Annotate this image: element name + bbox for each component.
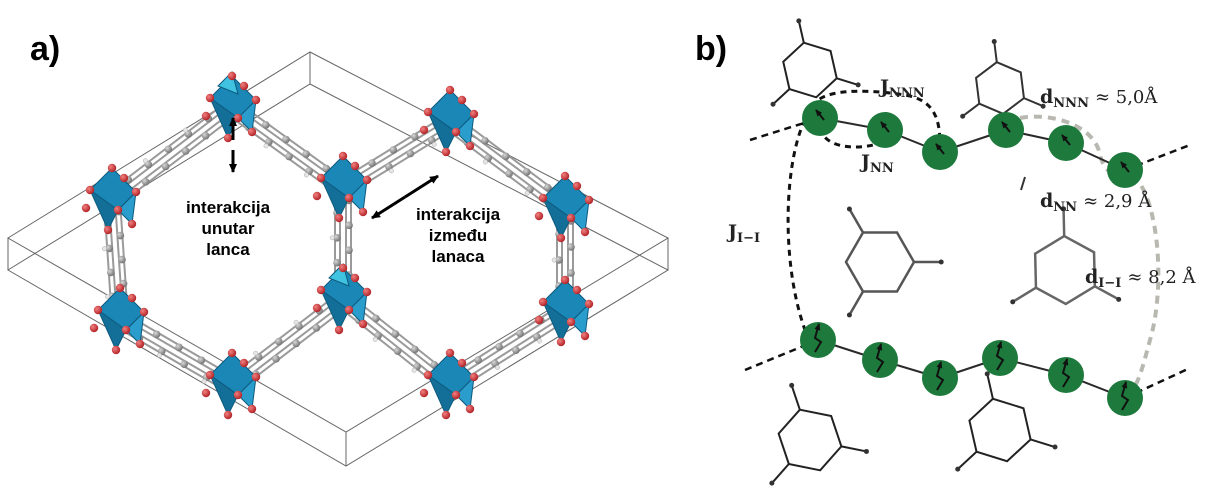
spin-site bbox=[1048, 357, 1084, 393]
metal-polyhedron bbox=[419, 85, 479, 157]
spin-site bbox=[922, 360, 958, 396]
metal-polyhedra-nodes bbox=[81, 71, 594, 420]
exchange-path-gray-I-I bbox=[1128, 173, 1161, 394]
spin-site bbox=[1107, 380, 1143, 416]
inter-chain-arrow bbox=[371, 174, 439, 220]
svg-text:interakcija: interakcija bbox=[186, 198, 271, 217]
svg-text:lanaca: lanaca bbox=[432, 247, 485, 266]
svg-text:između: između bbox=[429, 226, 488, 245]
exchange-path-J-NNN bbox=[810, 89, 942, 146]
svg-text:unutar: unutar bbox=[202, 219, 255, 238]
exchange-path-J-I-I bbox=[786, 119, 807, 331]
metal-polyhedron bbox=[201, 71, 261, 143]
benzene-ring bbox=[960, 39, 1046, 119]
metal-polyhedron bbox=[534, 171, 594, 243]
panel-a-label: a) bbox=[30, 30, 60, 68]
organic-linkers bbox=[101, 100, 575, 393]
spin-site bbox=[982, 340, 1018, 376]
label-d-NNN: dNNN≈ 5,0Å bbox=[1040, 86, 1158, 111]
d-NN-indicator bbox=[1020, 176, 1026, 191]
spin-site bbox=[988, 112, 1024, 148]
metal-polyhedron bbox=[419, 348, 479, 420]
spin-chain bbox=[744, 322, 1191, 416]
panel-b-spin-chain: b) JNNN JNN JI−I dNNN≈ 5,0Å dNN≈ 2,9 Å d… bbox=[695, 18, 1197, 486]
svg-text:interakcija: interakcija bbox=[416, 205, 501, 224]
spin-site bbox=[867, 112, 903, 148]
spin-site bbox=[1048, 125, 1084, 161]
benzene-ring bbox=[955, 371, 1058, 472]
spin-site bbox=[862, 342, 898, 378]
spin-site bbox=[802, 100, 838, 136]
label-d-NN: dNN≈ 2,9 Å bbox=[1040, 190, 1152, 215]
label-J-I-I: JI−I bbox=[726, 221, 760, 246]
panel-a-structure: a) interakcija unutar lanca bbox=[7, 30, 670, 467]
metal-polyhedron bbox=[312, 263, 372, 335]
metal-polyhedron bbox=[89, 283, 149, 355]
spin-chains bbox=[744, 100, 1191, 416]
inter-chain-label: interakcija između lanaca bbox=[416, 205, 501, 266]
intra-chain-label: interakcija unutar lanca bbox=[186, 198, 271, 259]
benzene-ring bbox=[1010, 206, 1122, 306]
label-d-I-I: dI−I≈ 8,2 Å bbox=[1085, 266, 1197, 291]
benzene-ring bbox=[844, 206, 944, 318]
label-J-NNN: JNNN bbox=[878, 76, 925, 101]
benzene-ring bbox=[769, 382, 869, 486]
metal-polyhedron bbox=[534, 275, 594, 347]
molecular-fragments bbox=[769, 18, 1122, 486]
spin-site bbox=[800, 322, 836, 358]
metal-polyhedron bbox=[201, 348, 261, 420]
spin-chain bbox=[749, 100, 1191, 188]
panel-b-label: b) bbox=[695, 30, 727, 68]
label-J-NN: JNN bbox=[859, 151, 894, 176]
svg-text:lanca: lanca bbox=[206, 240, 250, 259]
benzene-ring bbox=[770, 18, 861, 107]
spin-site bbox=[1107, 152, 1143, 188]
metal-polyhedron bbox=[312, 151, 372, 223]
spin-site bbox=[922, 134, 958, 170]
metal-polyhedron bbox=[81, 163, 141, 235]
